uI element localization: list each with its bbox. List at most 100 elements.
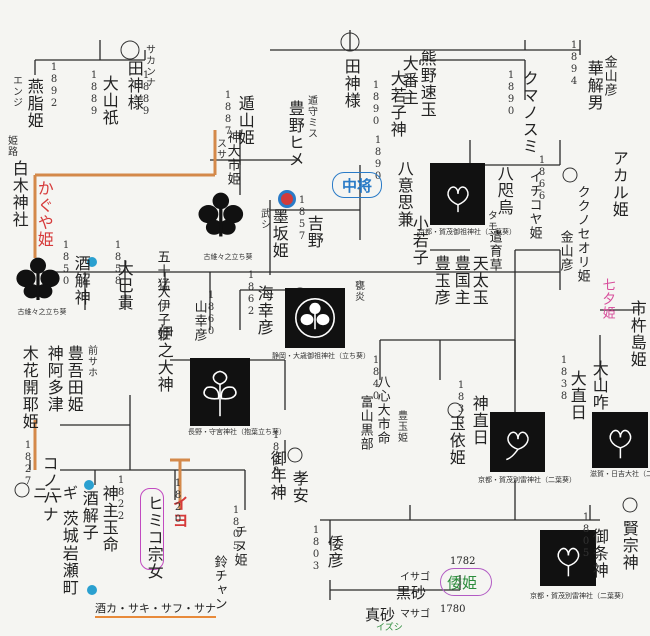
- name-chinu-hime: チヌ姫: [231, 525, 247, 567]
- blue-dot: [84, 480, 94, 490]
- year-label: 1887: [222, 90, 234, 138]
- ruby-label: エンジ: [10, 75, 22, 108]
- year-label: 1805: [230, 505, 242, 553]
- crest-tachi-aoi: [8, 250, 68, 310]
- crest-caption: 古維々之立ち葵: [17, 308, 67, 316]
- yamato-hime-box: [440, 568, 492, 596]
- ruby-label: 遁守ミス: [305, 95, 317, 139]
- name-yoshino: 吉野: [304, 215, 324, 249]
- crest-futaba-aoi: [490, 412, 545, 472]
- name-tanabata-hime: 七夕姫: [599, 278, 615, 320]
- name-sakatoke-ko: 酒解子: [79, 490, 99, 541]
- name-goshu-no-kami: 御条神: [589, 528, 609, 579]
- name-ta-no-kami-2: 田神様: [341, 58, 361, 109]
- name-yamato-hime: 倭姫: [447, 574, 478, 592]
- crest-tachi-aoi: [190, 358, 250, 426]
- crest-futaba-aoi: [430, 163, 485, 225]
- name-toyokuninushi: 豊国主: [451, 255, 471, 306]
- red-dot: [278, 190, 296, 208]
- crest-caption: 京都・賀茂別雷神社（二葉葵）: [530, 592, 628, 600]
- name-yagokoro-oichi: 八心大市命: [374, 375, 390, 445]
- name-onamuchi: 大巳貴: [114, 260, 134, 311]
- year-label: 1803: [310, 525, 322, 573]
- crest-caption: 京都・賀茂別雷神社（二葉葵）: [478, 476, 576, 484]
- name-saka-list: 酒カ・サキ・サフ・サナ: [95, 600, 216, 618]
- name-kanayama-hiko: 金山彦: [557, 230, 573, 272]
- tachi-aoi-icon: [16, 257, 60, 300]
- name-toyotama-hime: 豊玉姫: [395, 410, 407, 443]
- ruby-label: サカンナ: [143, 44, 155, 88]
- name-kaguya-hime: かぐや姫: [34, 180, 54, 248]
- name-izushi: イズシ: [376, 623, 403, 633]
- year-label: 1890: [370, 80, 382, 128]
- name-yamasachi-hiko: 山幸彦: [191, 300, 207, 342]
- futaba-aoi-icon: [609, 429, 631, 458]
- blue-dot: [87, 257, 97, 267]
- crest-caption: 静岡・大歳御祖神社（立ち葵）: [272, 352, 370, 360]
- year-label: 1857: [296, 195, 308, 243]
- name-tamayori-hime: 玉依姫: [446, 415, 466, 466]
- name-ninigi: ニニギ: [33, 484, 79, 502]
- ruby-label: 姫路: [5, 135, 17, 157]
- name-amenofutodama: 天太玉: [469, 255, 489, 306]
- year-label: 1833: [455, 380, 467, 428]
- ruby-label: 前サホ: [85, 345, 97, 378]
- year-label: 1858: [112, 240, 124, 288]
- name-toyoatatsu-hime: 豊吾田姫: [64, 345, 84, 413]
- name-obanushi: 大番主: [399, 55, 419, 106]
- name-kamuoichi-hime: 神大市姫: [224, 130, 240, 186]
- year-label: 1840: [370, 355, 382, 403]
- futaba-aoi-icon: [446, 186, 469, 213]
- name-toyono-hime: 豊野ヒメ: [285, 100, 305, 168]
- name-akaru-hime: アカル姫: [609, 150, 629, 218]
- name-iwase-cho: 岩瀬町: [59, 545, 79, 596]
- futaba-aoi-icon: [557, 547, 579, 576]
- name-kenso-no-kami: 賢宗神: [619, 520, 639, 571]
- year-label: 1828: [270, 430, 282, 478]
- ruby-label: 金山彦: [601, 55, 617, 97]
- name-kukunoseori-hime: ククノセオリ姫: [574, 185, 590, 283]
- name-kurosuna: 黒砂: [396, 584, 427, 602]
- year-label: 1860: [205, 290, 217, 338]
- crest-caption: 長野・守宮神社（抱葉立ち葵）: [188, 428, 286, 436]
- year-label: 1782: [450, 556, 476, 567]
- year-label: 1889: [140, 70, 152, 118]
- crest-caption: 京都・賀茂御祖神社（二葉葵）: [418, 228, 516, 236]
- name-toyotama-hiko: 豊玉彦: [431, 255, 451, 306]
- name-masago: 真砂: [365, 606, 396, 624]
- name-hogen: 甕炎: [352, 280, 364, 302]
- ruby-label: 武シ: [258, 208, 270, 230]
- crest-tachi-aoi: [285, 288, 345, 348]
- name-koan: 孝安: [289, 470, 309, 504]
- name-ichikishima-hime: 市杵島姫: [627, 300, 647, 368]
- name-kamunaobi: 神直日: [469, 395, 489, 446]
- name-oyako-hime: 大伊子姫: [154, 285, 170, 341]
- name-yamato-hiko: 倭彦: [324, 535, 344, 569]
- name-ibaraki: 茨城: [59, 510, 79, 544]
- tachi-aoi-icon: [203, 370, 237, 416]
- name-yagokoro-omoikane: 八意思兼: [394, 160, 414, 228]
- name-owakago: 大若子神: [387, 70, 407, 138]
- year-label: 1866: [536, 155, 548, 203]
- year-label: 1894: [568, 40, 580, 88]
- name-inoo-kami: 伊之大神: [154, 325, 174, 393]
- name-kumano-hayatama: 熊野速玉: [417, 50, 437, 118]
- name-oyamazumi: 大山祇: [99, 75, 119, 126]
- year-label: 1780: [440, 604, 466, 615]
- name-kamuatatsu: 神阿多津: [44, 345, 64, 413]
- name-chujo: 中将: [342, 177, 373, 195]
- year-label: 1805: [580, 512, 592, 560]
- name-kenikusa: 遣育草: [486, 230, 502, 272]
- ruby-label: タモ: [485, 210, 497, 232]
- year-label: 1850: [60, 240, 72, 288]
- year-label: 1890: [505, 70, 517, 118]
- name-sakatoke-no-kami: 酒解神: [71, 255, 91, 306]
- tachi-aoi-icon: [198, 192, 244, 237]
- name-sumisaka-hime: 墨坂姫: [269, 208, 289, 259]
- futaba-aoi-icon: [505, 431, 529, 461]
- name-mitoshi-no-kami: 御年神: [267, 450, 287, 501]
- name-suzu-chan: 鈴チャン: [211, 555, 227, 611]
- name-isotakeru: 五十猛: [154, 250, 170, 292]
- name-konohanasakuya-hime: 木花開耶姫: [19, 345, 39, 430]
